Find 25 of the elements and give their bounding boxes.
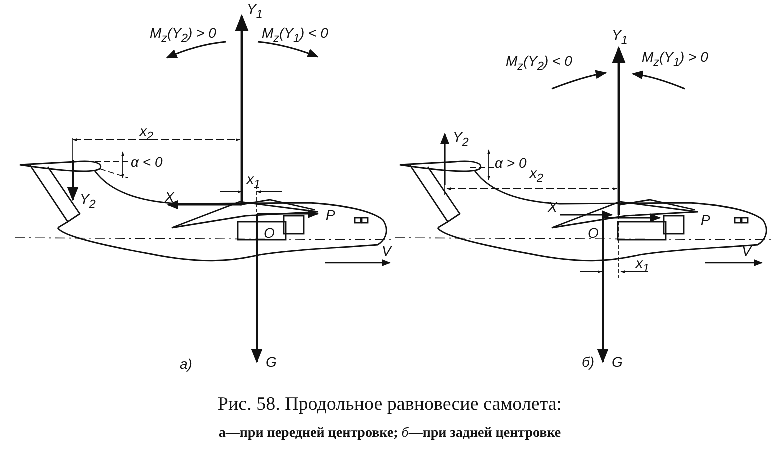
moment-label: M$_{z}$(Y$_{2}$) < 0 xyxy=(506,54,572,72)
panel-label: б) xyxy=(582,355,595,369)
force-label: P xyxy=(326,208,336,222)
force-label: Y$_{1}$ xyxy=(247,2,263,20)
force-label: Y$_{2}$ xyxy=(453,130,469,148)
moment-label: M$_{z}$(Y$_{1}$) > 0 xyxy=(642,50,708,68)
moment-label: M$_{z}$(Y$_{2}$) > 0 xyxy=(150,26,216,44)
force-label: Y$_{1}$ xyxy=(612,28,628,46)
caption-text: а—при передней центровке; б—при задней центровке xyxy=(218,426,562,442)
force-label: Y$_{2}$ xyxy=(80,192,96,210)
panel-label: а) xyxy=(180,357,192,371)
angle-label: α > 0 xyxy=(495,156,527,170)
force-label: G xyxy=(266,355,277,369)
force-label: V xyxy=(742,244,752,258)
point-label: O xyxy=(588,226,599,240)
moment-label: M$_{z}$(Y$_{1}$) < 0 xyxy=(262,26,328,44)
force-label: G xyxy=(612,355,623,369)
dimension-label: x$_{1}$ xyxy=(247,172,260,190)
force-label: V xyxy=(382,244,392,258)
point-label: O xyxy=(264,226,275,240)
angle-label: α < 0 xyxy=(131,155,163,169)
figure-caption: Рис. 58. Продольное равновесие самолета: xyxy=(218,394,562,416)
force-label: P xyxy=(701,213,710,227)
dimension-label: x$_{2}$ xyxy=(530,166,544,184)
force-label: X xyxy=(165,190,174,204)
